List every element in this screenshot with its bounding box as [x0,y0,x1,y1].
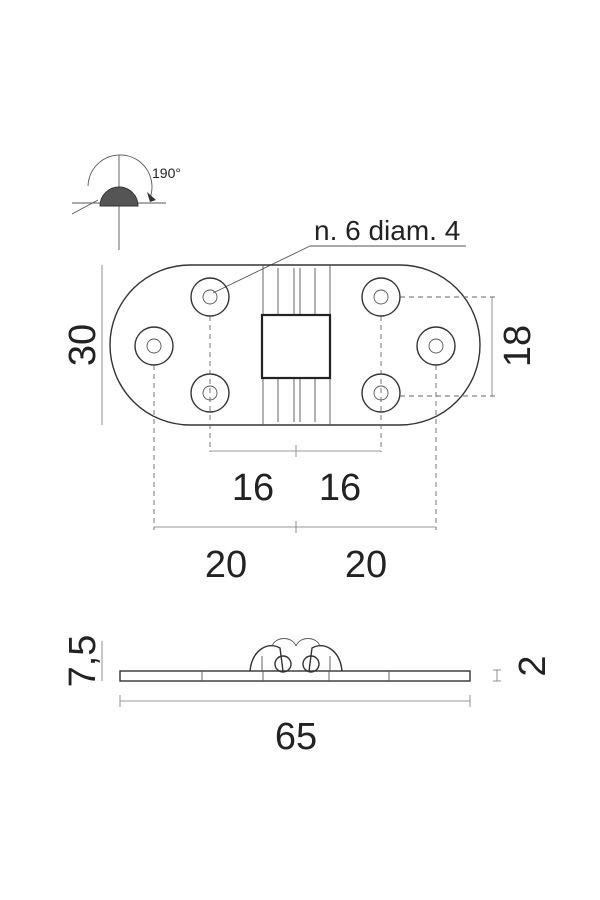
hinge-pin-block [260,313,332,380]
hinge-top-view [109,264,495,530]
thickness-label: 2 [512,655,554,676]
rotation-angle-label: 190° [152,165,181,181]
side-height-label: 7,5 [62,635,104,688]
screw-hole [361,277,401,317]
inner-right-label: 16 [319,467,361,509]
inner-dimension: 16 16 [210,445,381,509]
inner-left-label: 16 [232,467,274,509]
height-dimension: 30 [62,265,104,425]
hole-spacing-dimension: 18 [491,297,539,396]
outer-dimension: 20 20 [154,521,436,586]
side-height-dimension: 7,5 [62,635,104,688]
holes-note: n. 6 diam. 4 [212,215,466,294]
hinge-body-outline [109,264,481,426]
outer-right-label: 20 [345,544,387,586]
total-length-dimension: 65 [119,695,471,758]
hole-spacing-dimension-label: 18 [497,325,539,367]
screw-hole [190,277,230,317]
outer-left-label: 20 [205,544,247,586]
hinge-side-view [119,638,471,682]
screw-hole [134,326,174,366]
screw-hole [416,326,456,366]
thickness-dimension: 2 [493,655,554,682]
height-dimension-label: 30 [62,324,104,366]
rotation-symbol: 190° [71,154,181,250]
total-length-label: 65 [275,716,317,758]
holes-note-text: n. 6 diam. 4 [314,215,460,246]
